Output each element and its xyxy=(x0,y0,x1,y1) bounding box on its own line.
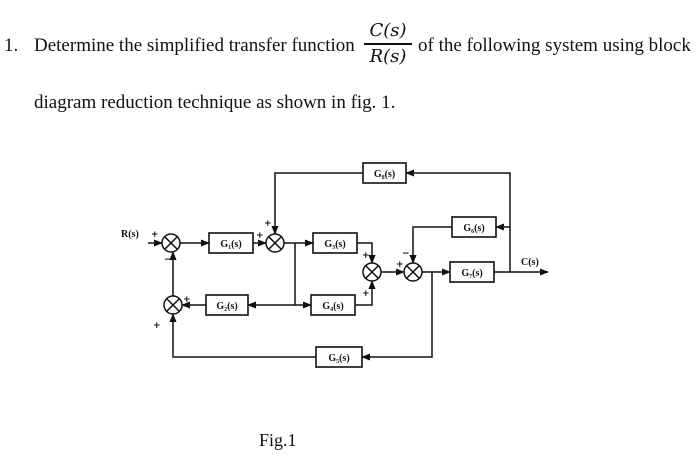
question-text-part1: Determine the simplified transfer functi… xyxy=(34,35,355,56)
sign-s5-top: − xyxy=(402,249,410,259)
sign-s4-top: + xyxy=(362,251,370,261)
sign-s3-left: + xyxy=(256,231,264,241)
question-number: 1. xyxy=(4,35,19,56)
block-g5: G₅(s) xyxy=(315,346,363,368)
wire-out-g8 xyxy=(405,169,511,272)
block-g3-label: G₃(s) xyxy=(324,239,345,250)
block-g1-label: G₁(s) xyxy=(220,239,241,250)
question-text-part3: diagram reduction technique as shown in … xyxy=(34,92,396,113)
summing-junction-1 xyxy=(161,233,181,253)
block-g7-label: G₇(s) xyxy=(461,268,482,279)
wire-g8-s3 xyxy=(271,172,363,235)
output-label: C(s) xyxy=(521,257,539,268)
block-g4-label: G₄(s) xyxy=(322,301,343,312)
question-text-part2: of the following system using block xyxy=(418,35,691,56)
input-label: R(s) xyxy=(121,229,139,240)
summing-junction-3 xyxy=(265,233,285,253)
sign-s1-bottom: − xyxy=(164,255,172,265)
sign-s1-input: + xyxy=(151,230,159,240)
sign-s2-bottom: + xyxy=(153,321,161,331)
wire-g3-s4 xyxy=(357,242,376,264)
block-g1: G₁(s) xyxy=(208,232,254,254)
summing-junction-5 xyxy=(403,262,423,282)
block-g2: G₂(s) xyxy=(205,294,249,316)
block-g8: G₈(s) xyxy=(362,162,407,184)
tf-numerator: C(s) xyxy=(369,20,407,41)
sign-s3-top: + xyxy=(264,219,272,229)
wire-g4-s4 xyxy=(355,280,376,306)
block-g6: G₆(s) xyxy=(451,216,497,238)
block-g7: G₇(s) xyxy=(449,261,495,283)
figure-caption: Fig.1 xyxy=(259,430,297,450)
tf-denominator: R(s) xyxy=(369,45,407,67)
block-g3: G₃(s) xyxy=(312,232,358,254)
summing-junction-2 xyxy=(163,295,183,315)
wire-to-g5 xyxy=(361,272,433,361)
sign-s4-bottom: + xyxy=(362,289,370,299)
sign-s5-left: + xyxy=(396,260,404,270)
block-g2-label: G₂(s) xyxy=(216,301,237,312)
block-g5-label: G₅(s) xyxy=(328,353,349,364)
sign-s2-right: + xyxy=(183,295,191,305)
transfer-function-fraction: C(s) R(s) xyxy=(364,20,412,68)
wire-g5-s2 xyxy=(169,313,316,358)
block-g6-label: G₆(s) xyxy=(463,223,484,234)
block-g4: G₄(s) xyxy=(310,294,356,316)
block-g8-label: G₈(s) xyxy=(374,169,395,180)
summing-junction-4 xyxy=(362,262,382,282)
fraction-bar xyxy=(364,43,412,45)
wire-branch-g4 xyxy=(294,243,312,309)
wire-g6-s5 xyxy=(409,226,452,264)
